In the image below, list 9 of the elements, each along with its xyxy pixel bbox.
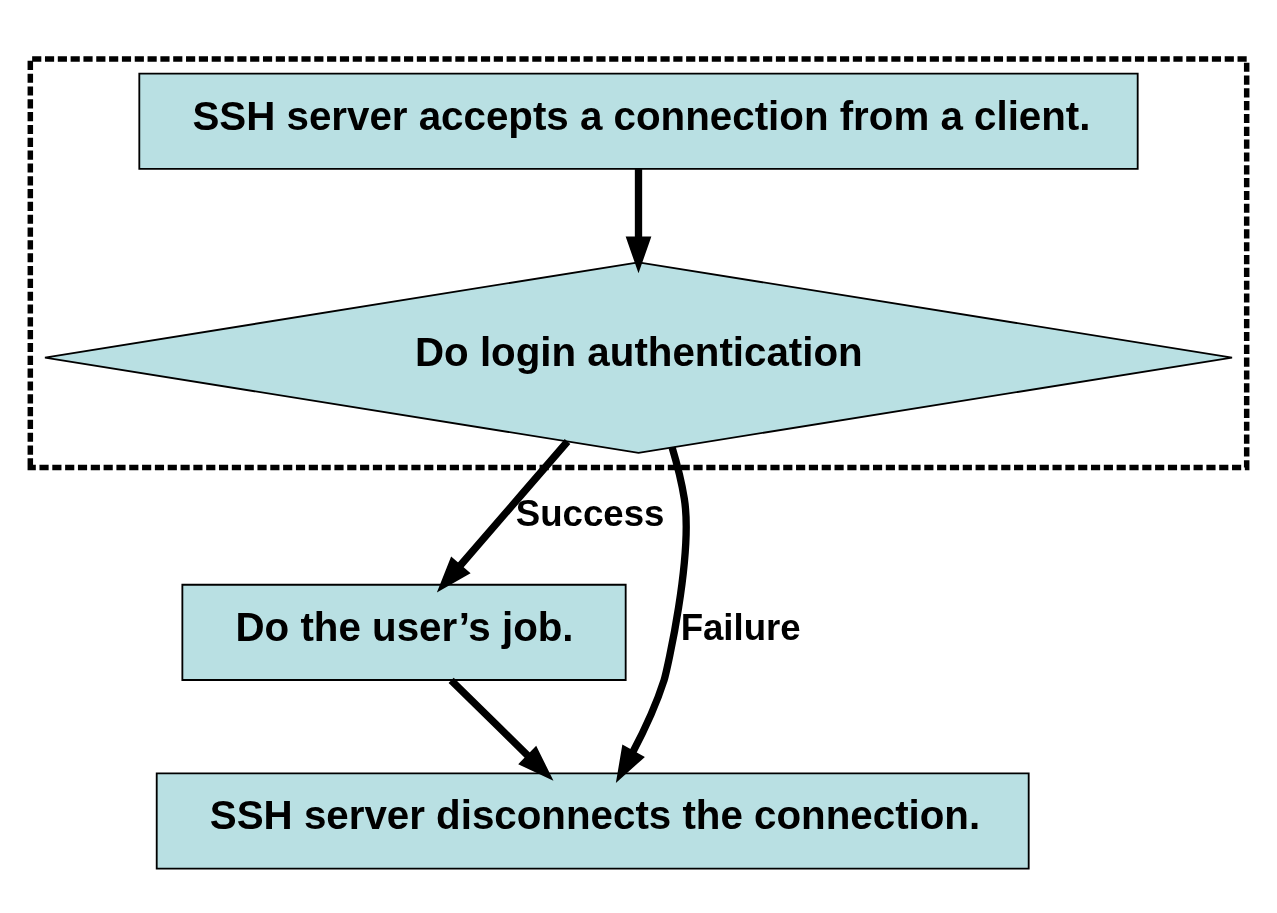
edge-label: Success	[515, 493, 665, 535]
node-box: Do the user’s job.	[181, 583, 627, 681]
node-box: SSH server accepts a connection from a client.	[138, 72, 1139, 170]
edge-label: Failure	[680, 606, 801, 648]
arrow	[625, 169, 652, 274]
node-box: SSH server disconnects the connection.	[155, 772, 1030, 870]
cluster	[27, 56, 1250, 471]
arrow	[448, 677, 554, 781]
node-diamond: Do login authentication	[44, 261, 1233, 454]
